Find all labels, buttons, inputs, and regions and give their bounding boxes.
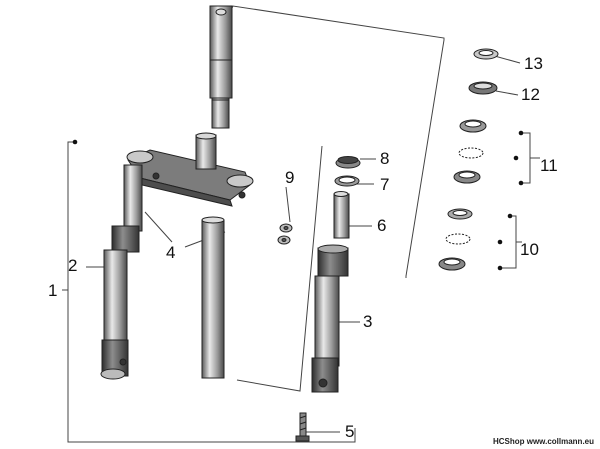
callout-13: 13	[524, 54, 543, 73]
right-fork-leg	[311, 244, 349, 393]
clamp-nuts	[277, 223, 293, 245]
spacer-tube	[201, 216, 225, 379]
callout-12: 12	[521, 85, 540, 104]
left-fork-leg	[100, 164, 143, 380]
bracket-group-3	[236, 145, 323, 392]
bracket-group-10	[500, 215, 517, 269]
bottom-bolt	[295, 412, 310, 442]
fork-crown	[126, 132, 254, 207]
callout-4: 4	[166, 243, 176, 262]
callout-2: 2	[68, 256, 78, 275]
callout-5: 5	[345, 422, 355, 441]
bracket-group-11	[520, 132, 531, 184]
callout-6: 6	[377, 216, 387, 235]
bracket-group-1	[67, 141, 356, 443]
bracket-steerer	[231, 5, 445, 278]
headset-bearings	[438, 48, 499, 271]
callout-3: 3	[363, 312, 373, 331]
callout-10: 10	[520, 240, 539, 259]
callout-8: 8	[380, 149, 390, 168]
callout-11: 11	[540, 156, 558, 175]
watermark-text: HCShop www.collmann.eu	[492, 437, 594, 446]
callout-1: 1	[48, 281, 58, 300]
fork-seals	[334, 156, 361, 187]
callout-9: 9	[285, 168, 295, 187]
connector-dots	[72, 130, 524, 271]
steering-stem	[209, 5, 233, 129]
piston-rod	[333, 191, 350, 239]
callout-7: 7	[380, 175, 390, 194]
